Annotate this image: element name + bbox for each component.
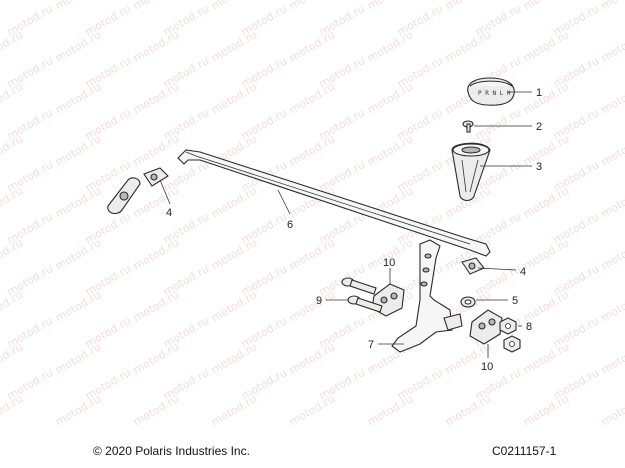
callout-nut: 8 [526, 321, 532, 333]
watermark-text: motod.ru [365, 80, 415, 116]
watermark-text: motod.ru [365, 392, 415, 428]
watermark-text: motod.ru [0, 0, 25, 13]
watermark-text: motod.ru [131, 0, 181, 13]
screw [462, 120, 474, 133]
callout-washer: 5 [512, 295, 518, 307]
watermark-text: motod.ru [131, 236, 181, 272]
watermark-text: motod.ru [0, 132, 25, 168]
shift-rod [177, 149, 491, 257]
bracket-lower [469, 309, 503, 345]
watermark-text: motod.ru [209, 236, 259, 272]
watermark-text: motod.ru [521, 236, 571, 272]
watermark-text: motod.ru [599, 0, 625, 13]
watermark-text: motod.ru [209, 288, 259, 324]
watermark-text: motod.ru [599, 340, 625, 376]
watermark-text: motod.ru [287, 80, 337, 116]
watermark-text: motod.ru [599, 288, 625, 324]
watermark-text: motod.ru [209, 28, 259, 64]
watermark-text: motod.ru [209, 340, 259, 376]
callout-bolt: 9 [316, 295, 322, 307]
watermark-text: motod.ru [521, 28, 571, 64]
watermark-text: motod.ru [131, 132, 181, 168]
watermark-text: motod.ru [287, 28, 337, 64]
callout-knob: 1 [536, 87, 542, 99]
watermark-text: motod.ru [599, 184, 625, 220]
watermark-text: motod.ru [0, 392, 25, 428]
watermark-text: motod.ru [53, 132, 103, 168]
watermark-text: motod.ru [443, 28, 493, 64]
watermark-text: motod.ru [53, 392, 103, 428]
watermark-text: motod.ru [521, 340, 571, 376]
callout-screw: 2 [536, 121, 542, 133]
bolts [341, 277, 383, 313]
watermark-text: motod.ru [53, 236, 103, 272]
watermark-text: motod.ru [287, 392, 337, 428]
clip-left [107, 167, 169, 215]
watermark-text: motod.ru [131, 288, 181, 324]
watermark-text: motod.ru [0, 80, 25, 116]
watermark-text: motod.ru [131, 340, 181, 376]
watermark-text: motod.ru [209, 184, 259, 220]
watermark-text: motod.ru [53, 340, 103, 376]
callout-bracket-lower: 10 [481, 361, 493, 373]
watermark-text: motod.ru [0, 184, 25, 220]
callout-lever: 7 [368, 339, 374, 351]
watermark-text: motod.ru [365, 132, 415, 168]
watermark-text: motod.ru [287, 0, 337, 13]
nuts [499, 317, 521, 353]
washer [460, 296, 476, 308]
watermark-text: motod.ru [443, 392, 493, 428]
watermark-text: motod.ru [53, 80, 103, 116]
callout-clip-right: 4 [520, 266, 526, 278]
shift-lever [391, 239, 463, 353]
watermark-text: motod.ru [53, 288, 103, 324]
watermark-text: motod.ru [209, 80, 259, 116]
watermark-text: motod.ru [443, 0, 493, 13]
watermark-text: motod.ru [599, 132, 625, 168]
watermark-layer: motod.ru motod.ru motod.ru motod.ru motod.ru… [0, 0, 625, 429]
watermark-text: motod.ru [521, 184, 571, 220]
callout-bracket-upper: 10 [383, 257, 395, 269]
watermark-text: motod.ru [365, 28, 415, 64]
watermark-text: motod.ru [521, 132, 571, 168]
watermark-text: motod.ru [131, 28, 181, 64]
watermark-text: motod.ru [131, 80, 181, 116]
watermark-text: motod.ru [0, 236, 25, 272]
watermark-text: motod.ru [287, 340, 337, 376]
watermark-text: motod.ru [521, 392, 571, 428]
watermark-text: motod.ru [53, 28, 103, 64]
watermark-text: motod.ru [599, 236, 625, 272]
watermark-text: motod.ru [131, 392, 181, 428]
shift-boot [451, 142, 491, 202]
watermark-text: motod.ru [53, 184, 103, 220]
watermark-text: motod.ru [287, 236, 337, 272]
watermark-text: motod.ru [287, 132, 337, 168]
watermark-text: motod.ru [521, 0, 571, 13]
callout-rod: 6 [287, 219, 293, 231]
watermark-text: motod.ru [131, 184, 181, 220]
watermark-text: motod.ru [0, 288, 25, 324]
watermark-text: motod.ru [209, 0, 259, 13]
watermark-text: motod.ru [0, 28, 25, 64]
watermark-text: motod.ru [0, 340, 25, 376]
copyright-text: © 2020 Polaris Industries Inc. [93, 444, 250, 458]
watermark-text: motod.ru [209, 392, 259, 428]
callout-clip-left: 4 [166, 207, 172, 219]
leader-lines [159, 91, 532, 358]
watermark-text: motod.ru [53, 0, 103, 13]
shift-knob: P R N L H [467, 77, 515, 106]
watermark-text: motod.ru [599, 392, 625, 428]
callout-boot: 3 [536, 161, 542, 173]
watermark-text: motod.ru [365, 0, 415, 13]
figure-code: C0211157-1 [492, 444, 557, 458]
watermark-text: motod.ru [599, 80, 625, 116]
watermark-text: motod.ru [521, 80, 571, 116]
watermark-text: motod.ru [287, 288, 337, 324]
knob-marking: P R N L H [478, 90, 511, 97]
watermark-text: motod.ru [521, 288, 571, 324]
callouts: 1 2 3 4 6 4 5 7 8 9 10 10 [166, 87, 542, 373]
watermark-text: motod.ru [599, 28, 625, 64]
